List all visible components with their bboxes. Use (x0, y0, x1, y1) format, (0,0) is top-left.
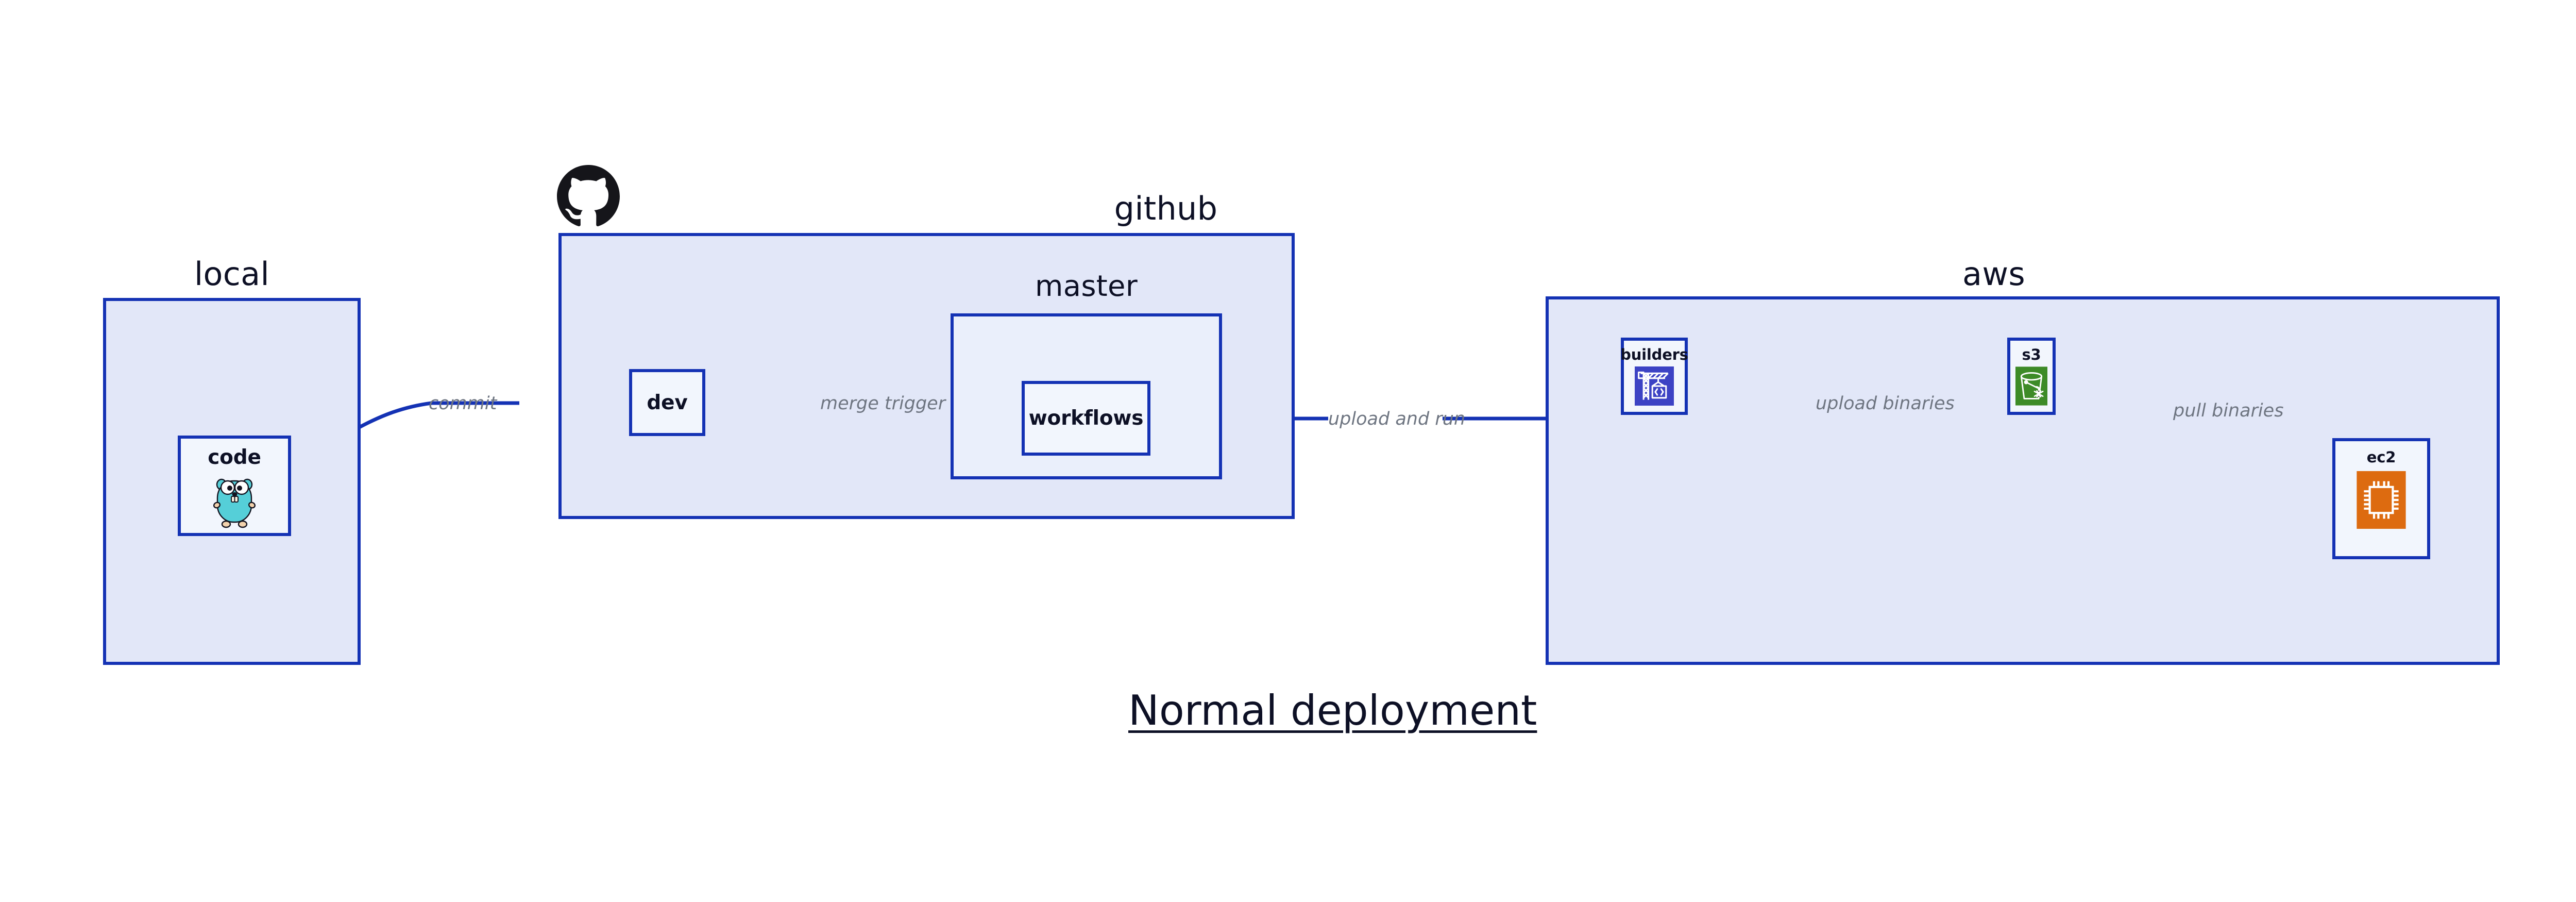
node-dev[interactable]: dev (629, 369, 705, 436)
group-label-github: github (1114, 190, 1218, 227)
node-label-builders: builders (1620, 346, 1688, 363)
node-s3[interactable]: s3 (2007, 338, 2056, 415)
node-workflows[interactable]: workflows (1022, 381, 1150, 456)
node-builders[interactable]: builders (1620, 338, 1688, 415)
node-code[interactable]: code (178, 436, 291, 536)
github-octocat-icon (557, 165, 620, 226)
group-label-local: local (194, 255, 269, 293)
edge-label-upload-and-run: upload and run (1328, 409, 1466, 429)
node-ec2[interactable]: ec2 (2332, 438, 2430, 559)
edge-label-upload-binaries: upload binaries (1816, 393, 1955, 414)
aws-ec2-chip-icon (2357, 471, 2406, 529)
node-label-s3: s3 (2022, 346, 2041, 363)
group-label-aws: aws (1962, 255, 2025, 293)
node-label-ec2: ec2 (2366, 448, 2396, 466)
group-label-master: master (1035, 270, 1138, 303)
edge-label-commit: commit (429, 393, 497, 414)
aws-s3-bucket-icon (2015, 366, 2047, 406)
edge-label-pull-binaries: pull binaries (2173, 400, 2284, 421)
aws-codebuild-crane-icon (1635, 366, 1674, 406)
node-label-code: code (208, 446, 261, 469)
diagram-title: Normal deployment (1128, 687, 1537, 734)
node-label-workflows: workflows (1028, 407, 1144, 430)
edge-label-merge-trigger: merge trigger (820, 393, 946, 414)
node-label-dev: dev (647, 391, 688, 414)
go-gopher-icon (213, 478, 256, 528)
